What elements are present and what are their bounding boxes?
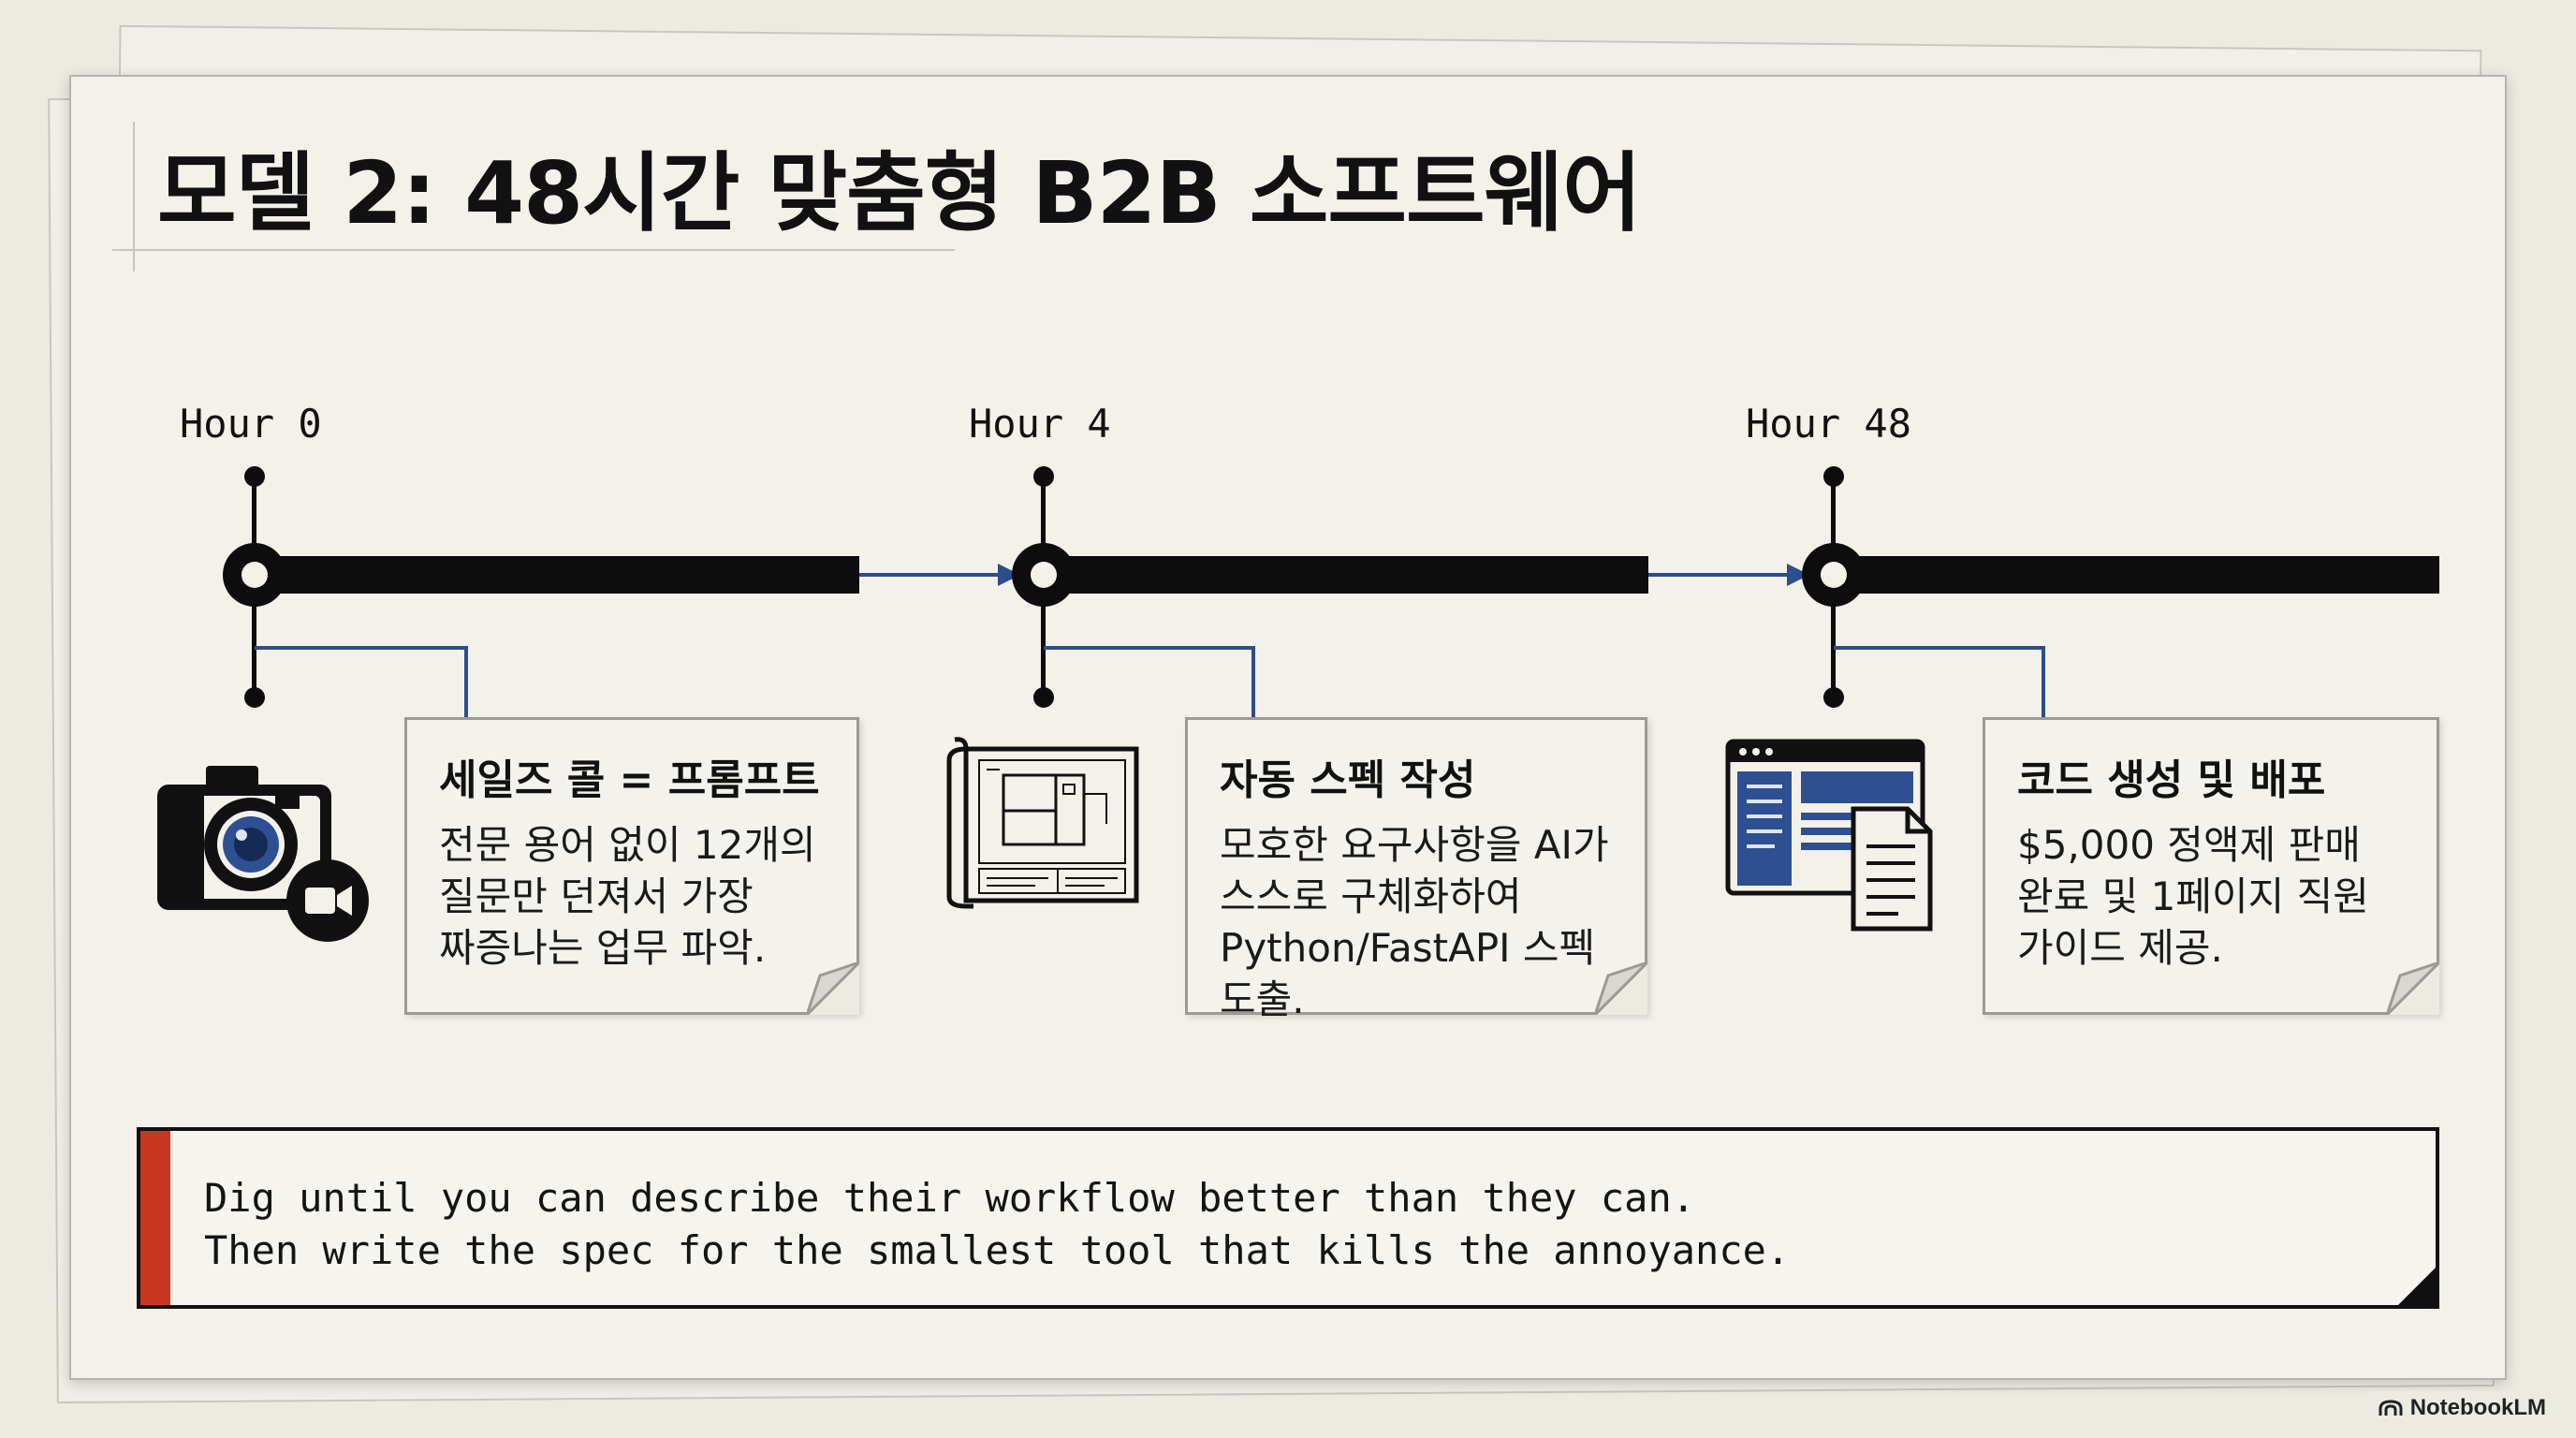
title-rule-vertical xyxy=(133,122,135,271)
hour-label-4: Hour 4 xyxy=(969,401,1111,447)
timeline-arrow-4-48 xyxy=(1648,564,1809,586)
milestone-card-1: 자동 스펙 작성 모호한 요구사항을 AI가 스스로 구체화하여 Python/… xyxy=(1185,717,1647,1022)
notebooklm-logo-icon xyxy=(2378,1400,2403,1416)
camera-video-icon xyxy=(154,758,373,946)
card-connector-0 xyxy=(255,646,468,721)
card-connector-1 xyxy=(1044,646,1255,721)
page-curl-icon xyxy=(1595,962,1647,1015)
stem-bottom-dot-0 xyxy=(244,687,265,708)
timeline-bar-2 xyxy=(1832,556,2439,594)
quote-line-2: Then write the spec for the smallest too… xyxy=(204,1227,1791,1273)
quote-line-1: Dig until you can describe their workflo… xyxy=(204,1175,1696,1221)
quote-text: Dig until you can describe their workflo… xyxy=(204,1172,1790,1277)
blueprint-icon xyxy=(945,732,1144,910)
milestone-card-0: 세일즈 콜 = 프롬프트 전문 용어 없이 12개의 질문만 던져서 가장 짜증… xyxy=(404,717,859,1015)
stem-bottom-dot-1 xyxy=(1033,687,1054,708)
timeline-node-1 xyxy=(1012,543,1076,607)
card-body-1: 모호한 요구사항을 AI가 스스로 구체화하여 Python/FastAPI 스… xyxy=(1220,822,1609,1022)
brand-badge: NotebookLM xyxy=(2368,1391,2555,1425)
timeline-node-2 xyxy=(1802,543,1866,607)
card-body-0: 전문 용어 없이 12개의 질문만 던져서 가장 짜증나는 업무 파악. xyxy=(439,822,816,971)
card-body-2: $5,000 정액제 판매 완료 및 1페이지 직원 가이드 제공. xyxy=(2017,822,2369,971)
card-connector-2 xyxy=(1834,646,2045,721)
card-title-0: 세일즈 콜 = 프롬프트 xyxy=(439,756,820,804)
page-curl-icon xyxy=(807,962,859,1015)
page-curl-icon xyxy=(2387,962,2439,1015)
stem-bottom-dot-2 xyxy=(1823,687,1844,708)
timeline-bar-1 xyxy=(1042,556,1648,594)
timeline-bar-0 xyxy=(253,556,859,594)
page-title: 모델 2: 48시간 맞춤형 B2B 소프트웨어 xyxy=(157,143,1642,243)
card-title-1: 자동 스펙 작성 xyxy=(1220,756,1476,804)
hour-label-0: Hour 0 xyxy=(180,401,322,447)
card-title-2: 코드 생성 및 배포 xyxy=(2017,756,2326,804)
timeline-node-0 xyxy=(223,543,286,607)
quote-box: Dig until you can describe their workflo… xyxy=(137,1127,2439,1309)
quote-accent-bar xyxy=(140,1131,170,1305)
brand-label: NotebookLM xyxy=(2409,1395,2546,1420)
web-app-document-icon xyxy=(1724,738,1943,934)
hour-label-48: Hour 48 xyxy=(1746,401,1912,447)
milestone-card-2: 코드 생성 및 배포 $5,000 정액제 판매 완료 및 1페이지 직원 가이… xyxy=(1983,717,2439,1015)
timeline-arrow-0-4 xyxy=(859,564,1020,586)
title-rule-horizontal xyxy=(112,249,955,251)
quote-corner xyxy=(2394,1264,2439,1309)
